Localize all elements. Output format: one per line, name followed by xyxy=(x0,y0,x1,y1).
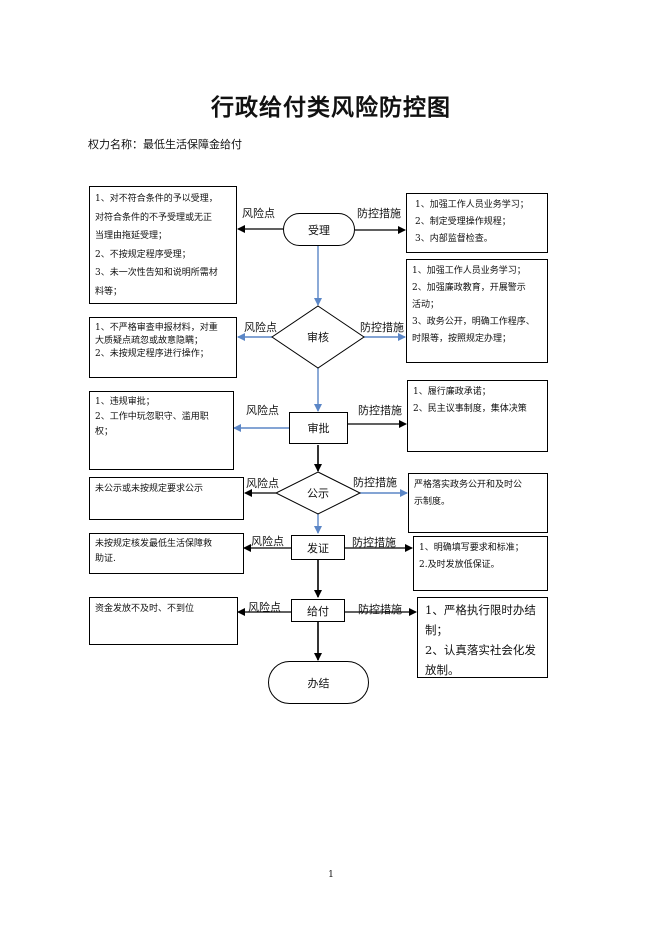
measure-label-issue: 防控措施 xyxy=(352,536,396,549)
risk-text: 权； xyxy=(95,427,114,437)
measure-text: 1、履行廉政承诺； xyxy=(413,387,491,397)
risk-box-publicize: 未公示或未按规定要求公示 xyxy=(89,477,244,520)
node-conclude: 办结 xyxy=(268,661,369,704)
measure-text: 3、政务公开，明确工作程序、 xyxy=(412,317,535,327)
risk-text: 1、对不符合条件的予以受理， xyxy=(95,194,218,204)
measure-text: 时限等，按照规定办理； xyxy=(412,334,512,344)
risk-text: 未按规定核发最低生活保障救 xyxy=(95,539,213,549)
measure-text: 1、严格执行限时办结 xyxy=(425,603,536,617)
decision-review-shape xyxy=(271,305,365,369)
risk-text: 大质疑点疏忽或故意隐瞒； xyxy=(95,336,204,346)
measure-text: 3、内部监督检查。 xyxy=(415,234,493,244)
measure-text: 2、制定受理操作规程； xyxy=(415,217,511,227)
node-accept: 受理 xyxy=(283,213,355,246)
risk-box-issue: 未按规定核发最低生活保障救 助证. xyxy=(89,533,244,574)
risk-box-pay: 资金发放不及时、不到位 xyxy=(89,597,238,645)
measure-text: 严格落实政务公开和及时公 xyxy=(414,480,523,490)
measure-text: 制； xyxy=(425,623,448,637)
measure-box-accept: 1、加强工作人员业务学习； 2、制定受理操作规程； 3、内部监督检查。 xyxy=(406,193,548,253)
decision-publicize-shape xyxy=(274,471,362,515)
risk-text: 2、未按规定程序进行操作； xyxy=(95,349,209,359)
measure-box-pay: 1、严格执行限时办结 制； 2、认真落实社会化发 放制。 xyxy=(417,597,548,678)
node-issue: 发证 xyxy=(291,535,345,560)
measure-box-approve: 1、履行廉政承诺； 2、民主议事制度，集体决策 xyxy=(407,380,548,452)
risk-box-review: 1、不严格审查申报材料，对重 大质疑点疏忽或故意隐瞒； 2、未按规定程序进行操作… xyxy=(89,317,237,378)
measure-text: 1、明确填写要求和标准； xyxy=(419,543,524,553)
risk-box-approve: 1、违规审批； 2、工作中玩忽职守、滥用职 权； xyxy=(89,391,234,470)
measure-label-accept: 防控措施 xyxy=(357,207,401,220)
page-number: 1 xyxy=(328,870,334,880)
risk-text: 未公示或未按规定要求公示 xyxy=(95,484,204,494)
risk-label-accept: 风险点 xyxy=(242,207,275,220)
measure-text: 活动； xyxy=(412,300,440,310)
risk-text: 对符合条件的不予受理或无正 xyxy=(95,212,213,223)
node-approve: 审批 xyxy=(289,412,348,444)
measure-box-review: 1、加强工作人员业务学习； 2、加强廉政教育，开展警示 活动； 3、政务公开，明… xyxy=(406,259,548,363)
measure-text: 2、民主议事制度，集体决策 xyxy=(413,404,527,414)
node-pay: 给付 xyxy=(291,599,345,622)
measure-text: 1、加强工作人员业务学习； xyxy=(412,266,526,276)
risk-text: 料等； xyxy=(95,286,123,297)
measure-text: 2.及时发放低保证。 xyxy=(419,560,500,570)
risk-label-pay: 风险点 xyxy=(248,601,281,614)
measure-box-issue: 1、明确填写要求和标准； 2.及时发放低保证。 xyxy=(413,536,548,591)
risk-text: 助证. xyxy=(95,554,116,564)
power-name: 权力名称：最低生活保障金给付 xyxy=(88,138,242,151)
measure-label-pay: 防控措施 xyxy=(358,603,402,616)
risk-text: 1、不严格审查申报材料，对重 xyxy=(95,323,218,333)
measure-text: 放制。 xyxy=(425,663,460,677)
risk-box-accept: 1、对不符合条件的予以受理， 对符合条件的不予受理或无正 当理由拖延受理； 2、… xyxy=(89,186,237,304)
risk-label-publicize: 风险点 xyxy=(246,477,279,490)
node-publicize: 公示 xyxy=(307,487,329,500)
page-title: 行政给付类风险防控图 xyxy=(211,94,451,121)
risk-text: 3、未一次性告知和说明所需材 xyxy=(95,268,218,278)
risk-label-issue: 风险点 xyxy=(251,535,284,548)
measure-text: 1、加强工作人员业务学习； xyxy=(415,200,529,210)
measure-text: 示制度。 xyxy=(414,497,451,507)
risk-text: 1、违规审批； xyxy=(95,397,155,407)
risk-text: 2、工作中玩忽职守、滥用职 xyxy=(95,412,209,422)
risk-text: 2、不按规定程序受理； xyxy=(95,249,191,260)
measure-text: 2、认真落实社会化发 xyxy=(425,643,536,657)
risk-text: 资金发放不及时、不到位 xyxy=(95,604,195,614)
node-review: 审核 xyxy=(307,331,329,344)
measure-box-publicize: 严格落实政务公开和及时公 示制度。 xyxy=(408,473,548,533)
measure-label-publicize: 防控措施 xyxy=(353,476,397,489)
measure-label-approve: 防控措施 xyxy=(358,404,402,417)
risk-text: 当理由拖延受理； xyxy=(95,231,168,241)
risk-label-review: 风险点 xyxy=(244,321,277,334)
measure-label-review: 防控措施 xyxy=(360,321,404,334)
measure-text: 2、加强廉政教育，开展警示 xyxy=(412,283,526,293)
risk-label-approve: 风险点 xyxy=(246,404,279,417)
